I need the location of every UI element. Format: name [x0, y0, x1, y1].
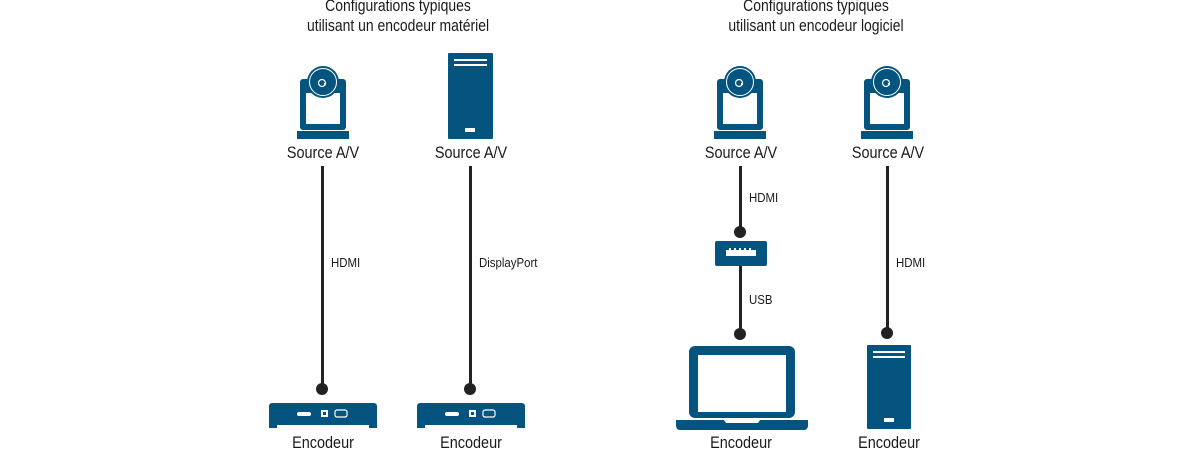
ptz-camera-icon [297, 66, 349, 139]
hardware-encoder-icon [417, 403, 525, 428]
displayport-cable[interactable] [469, 166, 472, 388]
hardware-section-title: Configurations typiques utilisant un enc… [275, 0, 521, 36]
encoder-label: Encodeur [858, 433, 920, 452]
cable-label-hdmi: HDMI [331, 255, 361, 270]
title-line-2: utilisant un encodeur logiciel [728, 16, 904, 35]
source-label: Source A/V [434, 143, 508, 162]
ptz-camera-icon [714, 66, 766, 139]
usb-capture-adapter-icon [715, 241, 767, 266]
source-label: Source A/V [851, 143, 925, 162]
hdmi-cable[interactable] [886, 166, 889, 332]
source-label: Source A/V [286, 143, 360, 162]
cable-label-hdmi: HDMI [749, 190, 779, 205]
cable-connector-dot [464, 383, 476, 395]
hardware-encoder-icon [269, 403, 377, 428]
source-label: Source A/V [704, 143, 778, 162]
hdmi-cable[interactable] [739, 166, 742, 231]
cable-label-hdmi: HDMI [896, 255, 926, 270]
ptz-camera-icon [861, 66, 913, 139]
cable-label-usb: USB [749, 292, 773, 307]
title-line-1: Configurations typiques [743, 0, 889, 15]
tower-pc-icon [448, 53, 493, 139]
software-section-title: Configurations typiques utilisant un enc… [693, 0, 939, 36]
usb-cable[interactable] [739, 266, 742, 334]
cable-connector-dot [734, 328, 746, 340]
cable-connector-dot [316, 383, 328, 395]
cable-connector-dot [734, 226, 746, 238]
hdmi-cable[interactable] [321, 166, 324, 388]
laptop-icon [676, 346, 808, 430]
cable-connector-dot [881, 327, 893, 339]
tower-pc-icon [867, 345, 911, 429]
title-line-1: Configurations typiques [325, 0, 471, 15]
cable-label-displayport: DisplayPort [479, 255, 538, 270]
encoder-label: Encodeur [292, 433, 354, 452]
encoder-label: Encodeur [440, 433, 502, 452]
encoder-label: Encodeur [710, 433, 772, 452]
title-line-2: utilisant un encodeur matériel [306, 16, 490, 35]
